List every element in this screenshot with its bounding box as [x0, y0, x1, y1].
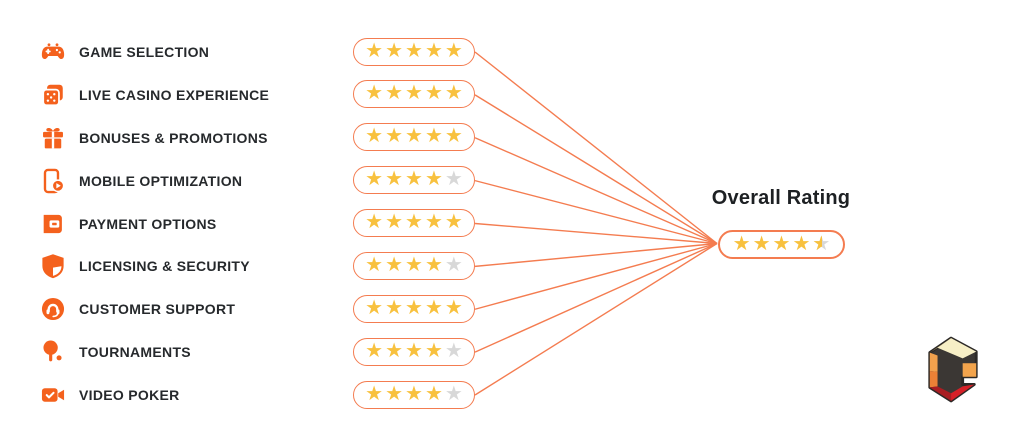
connector-line — [474, 179, 718, 245]
star-filled-icon: ★ — [772, 232, 791, 255]
star-filled-icon: ★ — [365, 382, 384, 405]
star-filled-icon: ★ — [385, 339, 404, 362]
star-filled-icon: ★ — [444, 82, 463, 105]
category-row: LICENSING & SECURITY — [40, 253, 250, 279]
table-tennis-icon — [40, 339, 66, 365]
category-row: TOURNAMENTS — [40, 339, 191, 365]
star-empty-icon: ★ — [444, 168, 463, 191]
star-filled-icon: ★ — [732, 232, 751, 255]
gift-icon — [40, 125, 66, 151]
star-empty-icon: ★ — [444, 382, 463, 405]
star-filled-icon: ★ — [424, 168, 443, 191]
star-filled-icon: ★ — [365, 211, 384, 233]
star-filled-icon: ★ — [405, 296, 423, 319]
category-row: MOBILE OPTIMIZATION — [40, 168, 242, 194]
star-filled-icon: ★ — [385, 382, 404, 405]
star-filled-icon: ★ — [385, 125, 404, 148]
category-stars-pill: ★★★★★ — [353, 80, 475, 109]
connector-line — [474, 242, 718, 396]
star-filled-icon: ★ — [424, 339, 443, 362]
category-stars-pill: ★★★★★ — [353, 166, 475, 195]
overall-rating-stars: ★★★★★★ — [718, 230, 845, 259]
category-label: PAYMENT OPTIONS — [79, 215, 217, 232]
shield-icon — [40, 253, 66, 279]
star-filled-icon: ★ — [424, 211, 443, 233]
category-stars-pill: ★★★★★ — [353, 294, 475, 323]
connector-line — [474, 242, 718, 268]
star-filled-icon: ★ — [424, 39, 443, 62]
star-filled-icon: ★ — [405, 339, 423, 362]
category-row: PAYMENT OPTIONS — [40, 211, 217, 237]
star-filled-icon: ★ — [424, 125, 443, 148]
star-filled-icon: ★ — [444, 211, 463, 233]
connector-line — [474, 137, 718, 245]
star-filled-icon: ★ — [385, 168, 404, 191]
star-filled-icon: ★ — [365, 39, 384, 62]
star-filled-icon: ★ — [365, 168, 384, 191]
star-filled-icon: ★ — [365, 82, 384, 105]
star-filled-icon: ★ — [424, 253, 443, 276]
category-label: LICENSING & SECURITY — [79, 258, 250, 275]
category-label: BONUSES & PROMOTIONS — [79, 129, 268, 146]
star-filled-icon: ★ — [424, 82, 443, 105]
star-filled-icon: ★ — [405, 39, 423, 62]
star-filled-icon: ★ — [405, 82, 423, 105]
category-stars-pill: ★★★★★ — [353, 123, 475, 152]
star-filled-icon: ★ — [365, 125, 384, 148]
star-filled-icon: ★ — [385, 296, 404, 319]
category-label: TOURNAMENTS — [79, 344, 191, 361]
category-stars-pill: ★★★★★ — [353, 251, 475, 280]
star-filled-icon: ★ — [444, 296, 463, 319]
star-filled-icon: ★ — [424, 296, 443, 319]
category-label: GAME SELECTION — [79, 44, 210, 60]
star-filled-icon: ★ — [424, 382, 443, 405]
category-stars-pill: ★★★★★ — [353, 380, 475, 409]
category-row: GAME SELECTION — [40, 39, 209, 65]
category-label: VIDEO POKER — [79, 387, 180, 403]
dice-icon — [40, 82, 66, 108]
star-filled-icon: ★ — [752, 232, 771, 255]
gamepad-icon — [40, 39, 66, 65]
payment-card-icon — [40, 211, 66, 237]
overall-rating-title: Overall Rating — [711, 187, 851, 209]
connector-line — [474, 242, 718, 353]
category-stars-pill: ★★★★★ — [353, 37, 475, 66]
category-label: MOBILE OPTIMIZATION — [79, 172, 243, 189]
star-filled-icon: ★ — [405, 382, 423, 405]
connector-line — [474, 222, 718, 245]
connector-line — [474, 51, 718, 245]
star-filled-icon: ★ — [365, 296, 384, 319]
star-filled-icon: ★ — [365, 339, 384, 362]
star-filled-icon: ★ — [365, 253, 384, 276]
connector-line — [474, 94, 718, 245]
category-stars-pill: ★★★★★ — [353, 337, 475, 366]
star-filled-icon: ★ — [385, 82, 404, 105]
star-filled-icon: ★ — [385, 253, 404, 276]
category-row: VIDEO POKER — [40, 382, 180, 408]
category-label: LIVE CASINO EXPERIENCE — [79, 86, 270, 103]
category-row: LIVE CASINO EXPERIENCE — [40, 82, 269, 108]
star-filled-icon: ★ — [405, 253, 423, 276]
star-filled-icon: ★ — [405, 125, 423, 148]
star-filled-icon: ★ — [385, 39, 404, 62]
star-filled-icon: ★ — [405, 211, 423, 233]
category-label: CUSTOMER SUPPORT — [79, 301, 236, 318]
connector-line — [474, 242, 718, 310]
category-stars-pill: ★★★★★ — [353, 209, 475, 237]
star-filled-icon: ★ — [385, 211, 404, 233]
star-empty-icon: ★ — [444, 339, 463, 362]
star-filled-icon: ★ — [792, 232, 811, 255]
mobile-phone-icon — [40, 168, 66, 194]
star-empty-icon: ★ — [444, 253, 463, 276]
category-row: BONUSES & PROMOTIONS — [40, 125, 268, 151]
headset-icon — [40, 296, 66, 322]
star-filled-icon: ★ — [444, 39, 463, 62]
video-camera-icon — [40, 382, 66, 408]
star-filled-icon: ★ — [444, 125, 463, 148]
star-half-icon: ★★ — [812, 232, 831, 255]
category-row: CUSTOMER SUPPORT — [40, 296, 235, 322]
casino-cube-logo-icon — [928, 336, 978, 403]
star-filled-icon: ★ — [405, 168, 423, 191]
